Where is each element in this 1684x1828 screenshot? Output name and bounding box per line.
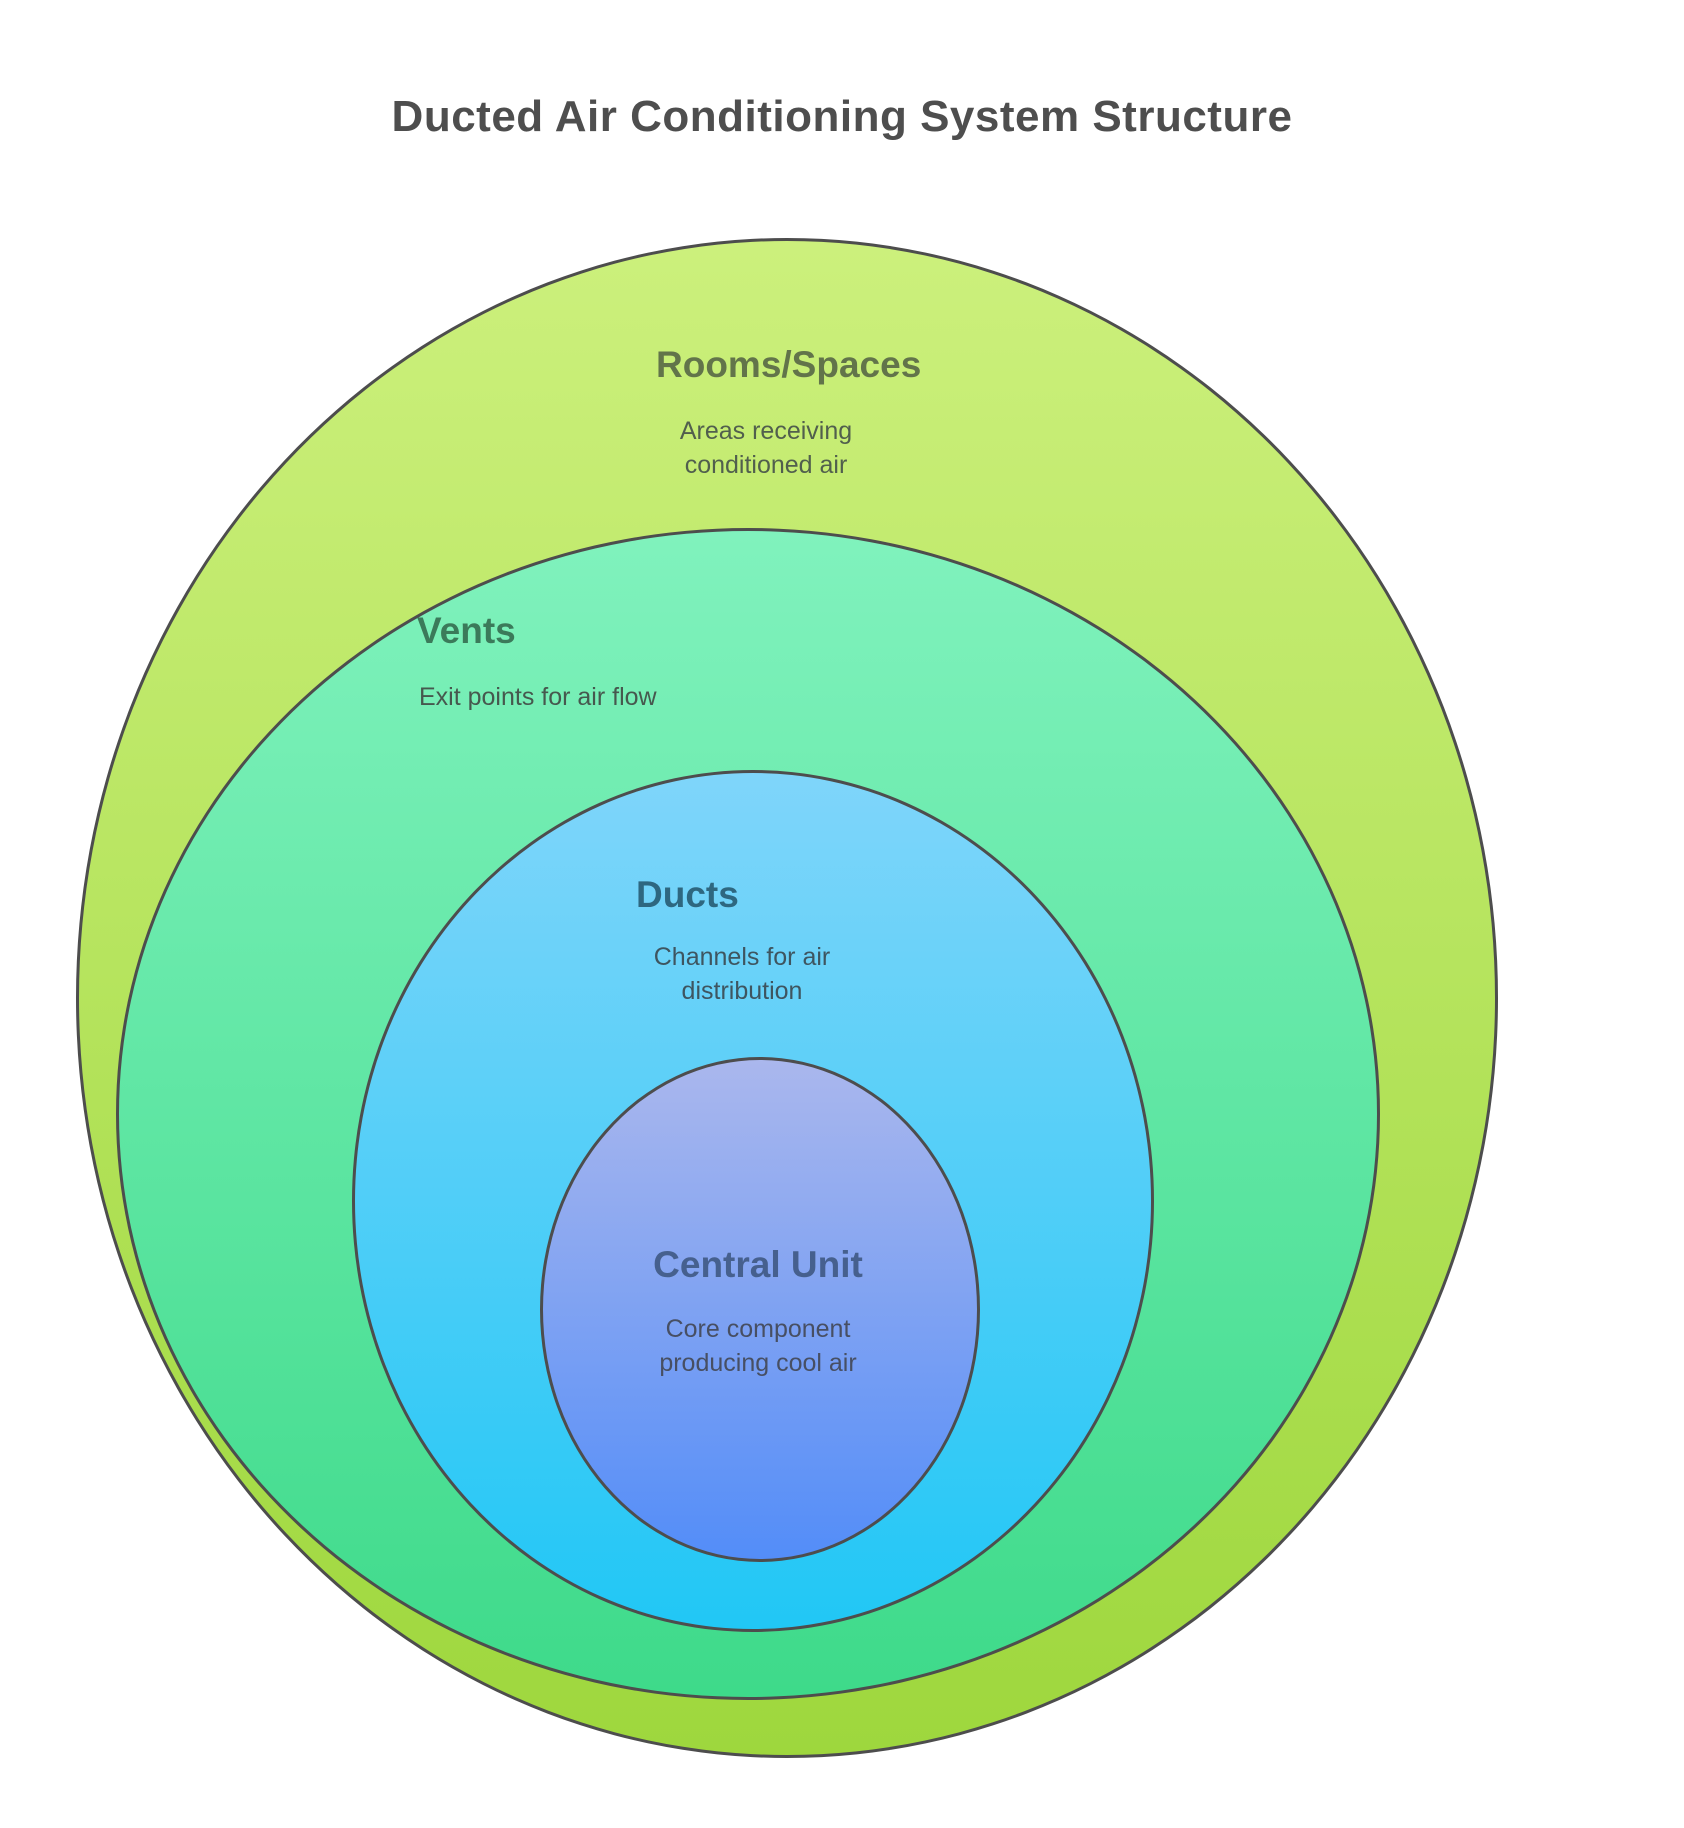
- vents-label: Vents: [417, 610, 516, 651]
- ducts-description: Channels for air distribution: [653, 943, 831, 1005]
- ducts-label: Ducts: [636, 874, 739, 915]
- rooms-spaces-label: Rooms/Spaces: [656, 344, 922, 385]
- diagram-title: Ducted Air Conditioning System Structure: [391, 92, 1293, 141]
- central-unit-description: Core component producing cool air: [659, 1315, 857, 1377]
- vents-description: Exit points for air flow: [419, 683, 657, 711]
- ellipse-central-unit: [540, 1057, 980, 1562]
- central-unit-label: Central Unit: [653, 1244, 863, 1285]
- rooms-spaces-description: Areas receiving conditioned air: [679, 417, 853, 479]
